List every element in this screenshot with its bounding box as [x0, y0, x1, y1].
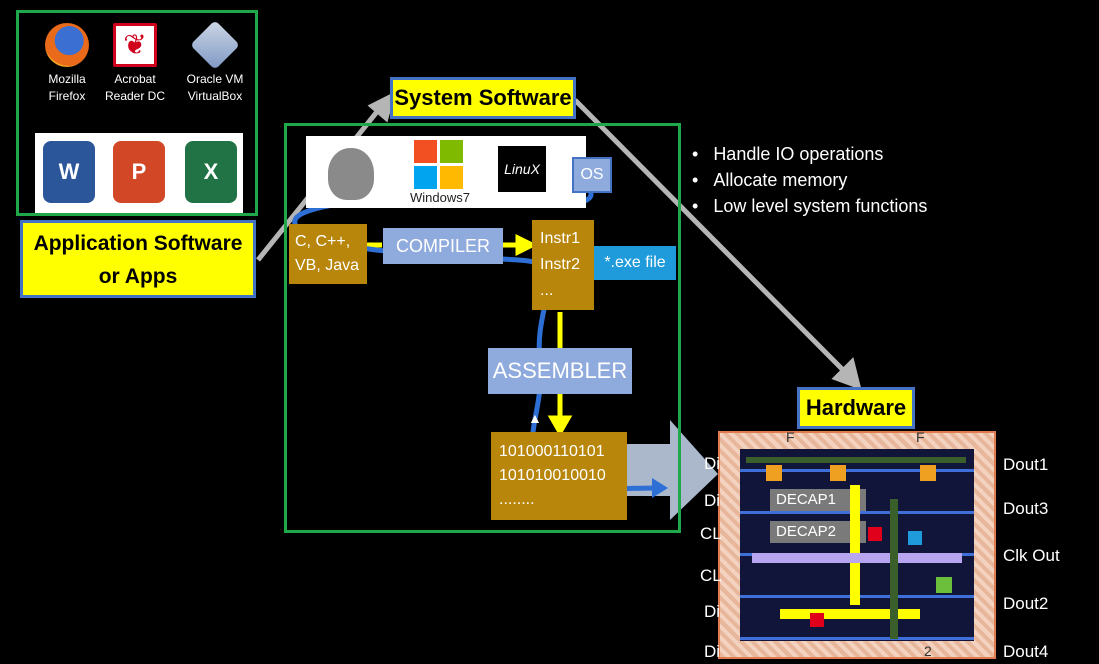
pin-left: Di — [704, 602, 721, 621]
mouse-cursor-icon: ▲ — [528, 410, 542, 426]
app-label-line1: Oracle VM — [186, 72, 244, 86]
chip-core: DECAP1 DECAP2 — [740, 449, 974, 641]
app-label-line2: Firefox — [48, 89, 86, 103]
app-label-line1: Mozilla — [48, 72, 86, 86]
instr-line2: Instr2 — [540, 256, 581, 273]
bullet-item: • Allocate memory — [692, 170, 848, 190]
hardware-chip: DECAP1 DECAP2 F F 2 — [718, 429, 996, 659]
pin-right: Dout4 — [1003, 642, 1049, 661]
app-label-line1: Acrobat — [114, 72, 156, 86]
binary-to-hardware-arrow — [626, 420, 718, 520]
pin-left: CL — [700, 524, 722, 543]
binary-line1: 101000110101 — [499, 443, 605, 460]
pin-left: Di — [704, 454, 721, 473]
chip-top-label: F — [786, 429, 795, 445]
chip-bottom-label: 2 — [924, 643, 932, 659]
virtualbox-shortcut[interactable]: Oracle VM VirtualBox — [179, 20, 251, 105]
app-label-line2: VirtualBox — [187, 89, 243, 103]
source-line2: VB, Java — [295, 257, 360, 274]
instr-line3: ... — [540, 282, 554, 299]
pin-left: CL — [700, 566, 722, 585]
acrobat-shortcut[interactable]: ❦ Acrobat Reader DC — [99, 23, 171, 105]
system-software-frame — [284, 123, 681, 533]
exe-file-box: *.exe file — [594, 246, 676, 280]
instructions-box: Instr1 Instr2 ... — [532, 220, 594, 310]
pin-right: Dout3 — [1003, 499, 1049, 518]
hardware-label: Hardware — [797, 387, 915, 429]
system-to-hardware-arrow — [573, 98, 850, 377]
bullet-text: Low level system functions — [713, 196, 928, 216]
app-software-line2: or Apps — [98, 265, 178, 288]
apple-icon — [328, 148, 374, 200]
system-software-label: System Software — [390, 77, 576, 119]
os-logo-strip: Windows7 LinuX — [306, 136, 586, 208]
decap2-cell: DECAP2 — [770, 521, 866, 543]
source-languages-box: C, C++, VB, Java — [289, 224, 367, 284]
windows-label: Windows7 — [410, 190, 470, 205]
pin-right: Clk Out — [1003, 546, 1060, 565]
pin-right: Dout1 — [1003, 455, 1049, 474]
firefox-icon — [45, 23, 89, 67]
bullet-text: Handle IO operations — [713, 144, 884, 164]
bullet-item: • Handle IO operations — [692, 144, 884, 164]
pin-left: Di — [704, 491, 721, 510]
pin-left: Di — [704, 642, 721, 661]
os-box: OS — [572, 157, 612, 193]
application-software-label: Application Software or Apps — [20, 220, 256, 298]
excel-icon[interactable]: X — [185, 141, 237, 203]
binary-line2: 101010010010 — [499, 467, 606, 484]
binary-line3: ........ — [499, 491, 535, 508]
decap1-cell: DECAP1 — [770, 489, 866, 511]
app-label-line2: Reader DC — [104, 89, 166, 103]
office-strip: W P X — [35, 133, 243, 213]
system-software-functions: • Handle IO operations • Allocate memory… — [692, 141, 992, 219]
virtualbox-icon — [190, 20, 240, 70]
binary-box: 101000110101 101010010010 ........ — [491, 432, 627, 520]
source-line1: C, C++, — [295, 233, 351, 250]
acrobat-icon: ❦ — [113, 23, 157, 67]
apps-panel: Mozilla Firefox ❦ Acrobat Reader DC Orac… — [16, 10, 258, 216]
word-icon[interactable]: W — [43, 141, 95, 203]
pin-right: Dout2 — [1003, 594, 1049, 613]
firefox-shortcut[interactable]: Mozilla Firefox — [31, 23, 103, 105]
bullet-item: • Low level system functions — [692, 196, 928, 216]
windows-icon — [414, 140, 464, 190]
chip-top-label: F — [916, 429, 925, 445]
app-software-line1: Application Software — [33, 232, 243, 255]
instr-line1: Instr1 — [540, 230, 581, 247]
linux-icon: LinuX — [498, 146, 546, 192]
compiler-box: COMPILER — [383, 228, 503, 264]
powerpoint-icon[interactable]: P — [113, 141, 165, 203]
assembler-box: ASSEMBLER — [488, 348, 632, 394]
bullet-text: Allocate memory — [713, 170, 848, 190]
